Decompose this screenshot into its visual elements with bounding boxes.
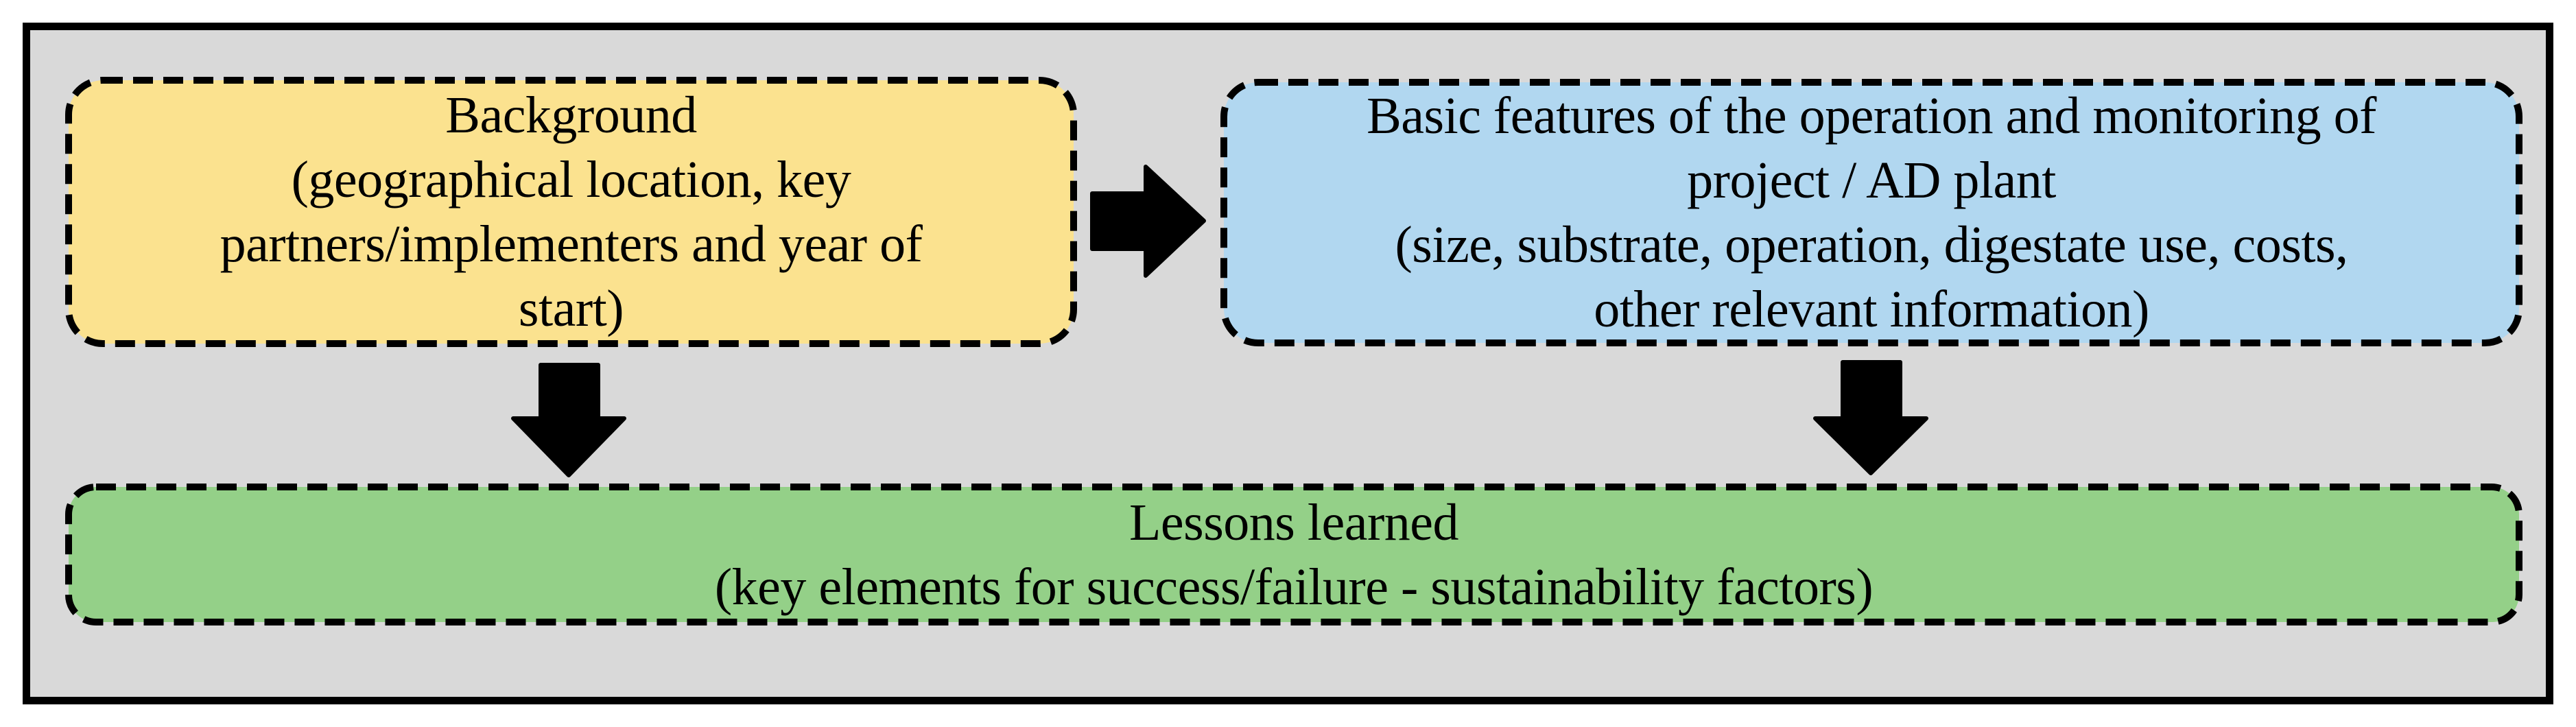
lessons-box: Lessons learned (key elements for succes…: [69, 487, 2519, 622]
background-box-text-line: partners/implementers and year of: [220, 215, 923, 273]
background-box-text-line: Background: [445, 86, 697, 144]
lessons-box-text-line: (key elements for success/failure - sust…: [714, 558, 1874, 616]
features-box-text-line: (size, substrate, operation, digestate u…: [1395, 216, 2348, 274]
down-arrow-icon-features: [1813, 360, 1928, 475]
features-box-text-line: other relevant information): [1594, 281, 2149, 338]
features-box-shape: [1220, 79, 2522, 346]
features-box-text-line: project / AD plant: [1687, 152, 2056, 209]
lessons-box-shape: [65, 484, 2522, 625]
down-arrow-icon-background: [511, 363, 626, 477]
background-box-text-line: start): [518, 280, 624, 337]
background-box-shape: [65, 77, 1077, 347]
right-arrow-icon: [1090, 165, 1206, 278]
lessons-box-text-line: Lessons learned: [1129, 493, 1459, 551]
features-box-text-line: Basic features of the operation and moni…: [1367, 87, 2376, 145]
background-box-text-line: (geographical location, key: [291, 151, 851, 208]
background-box: Background (geographical location, key p…: [69, 80, 1074, 344]
features-box: Basic features of the operation and moni…: [1224, 82, 2519, 343]
